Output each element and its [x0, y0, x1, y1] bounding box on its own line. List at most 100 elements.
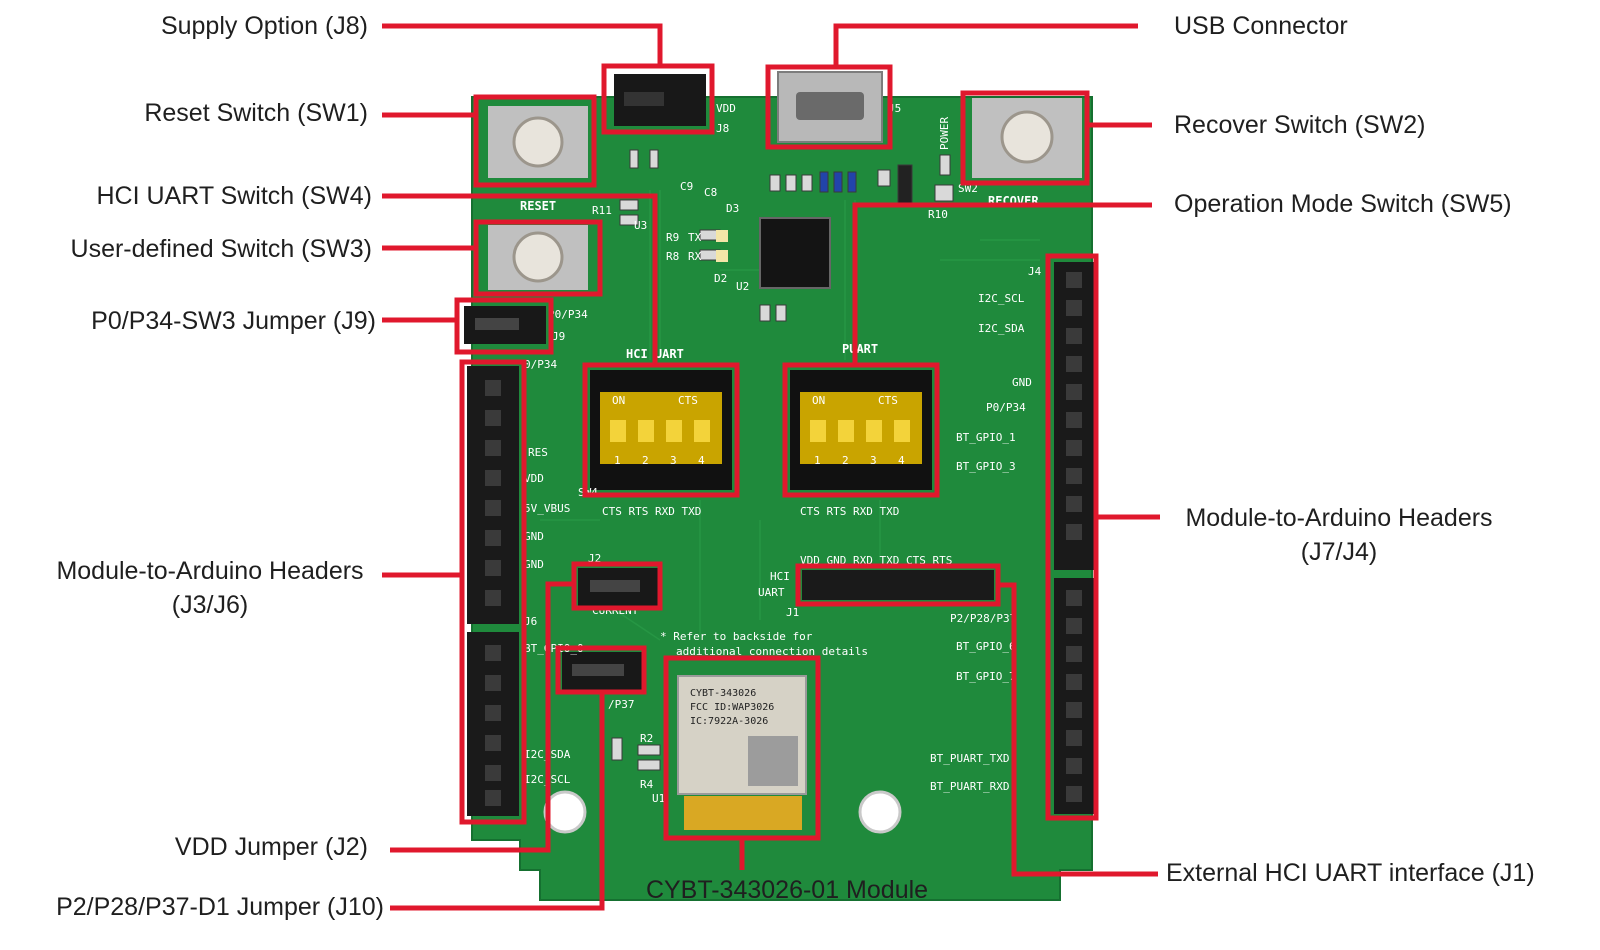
module-qr-code: [748, 736, 798, 786]
header-pin-holes: [485, 272, 1082, 806]
sw5-bottom-labels: CTS RTS RXD TXD: [800, 505, 899, 518]
silk-r4: R4: [640, 778, 654, 791]
silk-j4: J4: [1028, 265, 1042, 278]
silk-j6: J6: [524, 615, 537, 628]
silk-r10: R10: [928, 208, 948, 221]
leader-sw4: [382, 193, 658, 365]
pin-bt-gpio-3: BT_GPIO_3: [956, 460, 1016, 473]
silk-r8: R8: [666, 250, 679, 263]
sw4-dip-levers: [610, 420, 710, 442]
silk-c8: C8: [704, 186, 717, 199]
sw4-bottom-labels: CTS RTS RXD TXD: [602, 505, 701, 518]
pin-gnd-2: GND: [524, 558, 544, 571]
label-p2-jumper: P2/P28/P37-D1 Jumper (J10): [56, 893, 384, 921]
j2-jumper-cap: [590, 580, 640, 592]
label-supply-option: Supply Option (J8): [160, 12, 368, 40]
label-arduino-left-1: Module-to-Arduino Headers: [56, 557, 364, 585]
label-external-hci-uart: External HCI UART interface (J1): [1166, 859, 1535, 887]
leader-j1: [998, 582, 1158, 877]
label-arduino-right-2: (J7/J4): [1300, 538, 1378, 566]
module-antenna: [684, 796, 802, 830]
pin-bt-gpio-7: BT_GPIO_7: [956, 670, 1016, 683]
pin-bt-gpio-6: BT_GPIO_6: [956, 640, 1016, 653]
header-j7: [1054, 578, 1094, 814]
u2-chip: [759, 217, 831, 289]
module-text-1: CYBT-343026: [690, 688, 756, 699]
silk-tx: TX: [688, 231, 702, 244]
sw4-num-4: 4: [698, 454, 705, 467]
label-user-defined-switch: User-defined Switch (SW3): [70, 235, 372, 263]
pin-bt-puart-txd: BT_PUART_TXD: [930, 752, 1009, 765]
tx-led: [716, 230, 728, 242]
pin-gnd-right: GND: [1012, 376, 1032, 389]
highlight-boxes: [454, 63, 1099, 841]
leader-j8: [382, 23, 663, 66]
sw4-num-2: 2: [642, 454, 649, 467]
usb-port-opening: [796, 92, 864, 120]
header-j6: [467, 632, 519, 816]
silk-p37: /P37: [608, 698, 635, 711]
box-sw4: [582, 362, 740, 498]
module-text-2: FCC ID:WAP3026: [690, 702, 774, 713]
box-sw5: [782, 362, 940, 498]
silk-r2: R2: [640, 732, 653, 745]
silk-rx: RX: [688, 250, 702, 263]
leader-sw5: [852, 202, 1152, 365]
silk-r9: R9: [666, 231, 679, 244]
header-j3: [467, 366, 519, 624]
sw5-num-2: 2: [842, 454, 849, 467]
sw4-num-1: 1: [614, 454, 621, 467]
sw4-num-3: 3: [670, 454, 677, 467]
j10-jumper-cap: [572, 664, 624, 676]
label-usb-connector: USB Connector: [1174, 12, 1348, 40]
silk-p0p34b: 0/P34: [524, 358, 557, 371]
silk-u2: U2: [736, 280, 749, 293]
pin-i2c-scl-right: I2C_SCL: [978, 292, 1025, 305]
mounting-hole-left: [543, 790, 587, 834]
silk-reset: RESET: [520, 199, 556, 213]
sw5-num-1: 1: [814, 454, 821, 467]
silk-uart: UART: [758, 586, 785, 599]
silk-note-2: additional connection details: [676, 645, 868, 658]
sw5-dip-levers: [810, 420, 910, 442]
pin-vdd: VDD: [524, 472, 544, 485]
rx-led: [716, 250, 728, 262]
pin-res: RES: [528, 446, 548, 459]
leader-j2: [390, 581, 574, 853]
label-arduino-right-1: Module-to-Arduino Headers: [1185, 504, 1493, 532]
pin-p2p28p37: P2/P28/P37: [950, 612, 1016, 625]
j9-jumper-cap: [475, 318, 519, 330]
pin-5v-vbus: 5V_VBUS: [524, 502, 570, 515]
pin-i2c-sda-right: I2C_SDA: [978, 322, 1025, 335]
pin-bt-gpio-1: BT_GPIO_1: [956, 431, 1016, 444]
box-j7-j4: [1045, 253, 1099, 821]
silk-power: POWER: [938, 117, 951, 150]
label-vdd-jumper: VDD Jumper (J2): [174, 833, 368, 861]
pin-bt-puart-rxd: BT_PUART_RXD: [930, 780, 1009, 793]
silk-puart: PUART: [842, 342, 878, 356]
silk-j8: J8: [716, 122, 729, 135]
silk-r11: R11: [592, 204, 612, 217]
silk-j9: J9: [552, 330, 565, 343]
user-switch-button: [512, 231, 564, 283]
box-sw1: [473, 94, 597, 188]
box-usb: [765, 64, 893, 150]
silk-sw5-on: ON: [812, 394, 825, 407]
silk-sw4-on: ON: [612, 394, 625, 407]
leader-lines: [382, 23, 1160, 911]
sw5-num-3: 3: [870, 454, 877, 467]
silk-d3: D3: [726, 202, 739, 215]
label-reset-switch: Reset Switch (SW1): [144, 99, 368, 127]
box-j9: [454, 297, 554, 355]
silk-u3: U3: [634, 219, 647, 232]
box-sw2: [960, 90, 1090, 186]
label-operation-mode-switch: Operation Mode Switch (SW5): [1174, 190, 1512, 218]
j1-header: [802, 570, 994, 600]
silk-c9: C9: [680, 180, 693, 193]
silk-j1: J1: [786, 606, 799, 619]
silk-vdd: VDD: [716, 102, 736, 115]
pin-p0p34-right: P0/P34: [986, 401, 1026, 414]
module-text-3: IC:7922A-3026: [690, 716, 768, 727]
